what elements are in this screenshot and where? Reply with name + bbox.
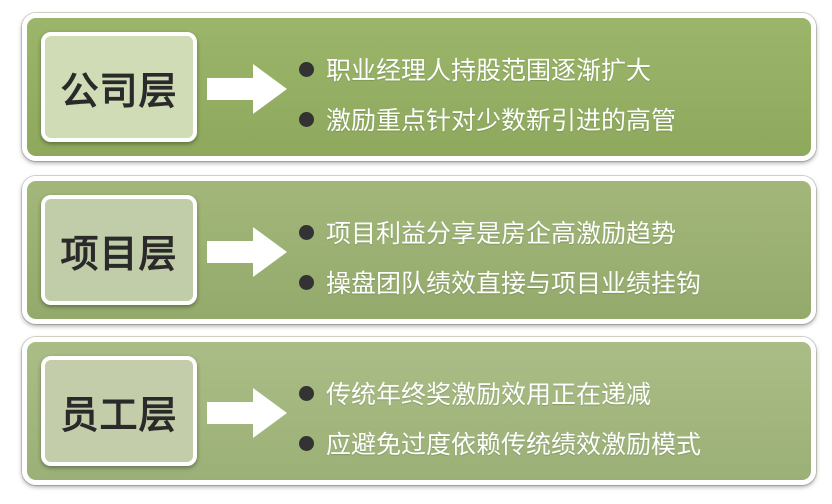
bullet-dot-icon	[299, 435, 314, 451]
tier-row-company: 公司层 职业经理人持股范围逐渐扩大 激励重点针对少数新引进的高管	[22, 13, 816, 161]
bullet-text: 项目利益分享是房企高激励趋势	[326, 219, 677, 248]
bullet-text: 传统年终奖激励效用正在递减	[326, 380, 652, 409]
bullet-dot-icon	[299, 224, 314, 240]
bullet-text: 职业经理人持股范围逐渐扩大	[326, 56, 652, 85]
bullet-item: 应避免过度依赖传统绩效激励模式	[299, 418, 701, 468]
bullet-text: 激励重点针对少数新引进的高管	[326, 106, 677, 135]
bullet-dot-icon	[299, 385, 314, 401]
bullet-dot-icon	[299, 274, 314, 290]
bullet-dot-icon	[299, 61, 314, 77]
right-arrow-icon	[207, 388, 287, 438]
tier-label-box: 公司层	[41, 32, 197, 142]
bullet-text: 操盘团队绩效直接与项目业绩挂钩	[326, 269, 702, 298]
right-arrow-icon	[207, 227, 287, 277]
bullet-item: 激励重点针对少数新引进的高管	[299, 94, 676, 144]
tier-label: 项目层	[60, 231, 178, 276]
tier-label: 公司层	[60, 68, 178, 113]
tier-row-project: 项目层 项目利益分享是房企高激励趋势 操盘团队绩效直接与项目业绩挂钩	[22, 176, 816, 324]
tier-row-employee: 员工层 传统年终奖激励效用正在递减 应避免过度依赖传统绩效激励模式	[22, 337, 816, 485]
bullet-item: 项目利益分享是房企高激励趋势	[299, 207, 701, 257]
tier-label: 员工层	[60, 392, 178, 437]
tier-label-box: 项目层	[41, 195, 197, 305]
bullet-list: 传统年终奖激励效用正在递减 应避免过度依赖传统绩效激励模式	[299, 368, 701, 468]
tier-label-box: 员工层	[41, 356, 197, 466]
right-arrow-icon	[207, 64, 287, 114]
bullet-item: 操盘团队绩效直接与项目业绩挂钩	[299, 257, 701, 307]
bullet-list: 项目利益分享是房企高激励趋势 操盘团队绩效直接与项目业绩挂钩	[299, 207, 701, 307]
bullet-item: 传统年终奖激励效用正在递减	[299, 368, 701, 418]
bullet-item: 职业经理人持股范围逐渐扩大	[299, 44, 676, 94]
bullet-list: 职业经理人持股范围逐渐扩大 激励重点针对少数新引进的高管	[299, 44, 676, 144]
bullet-dot-icon	[299, 111, 314, 127]
bullet-text: 应避免过度依赖传统绩效激励模式	[326, 430, 702, 459]
